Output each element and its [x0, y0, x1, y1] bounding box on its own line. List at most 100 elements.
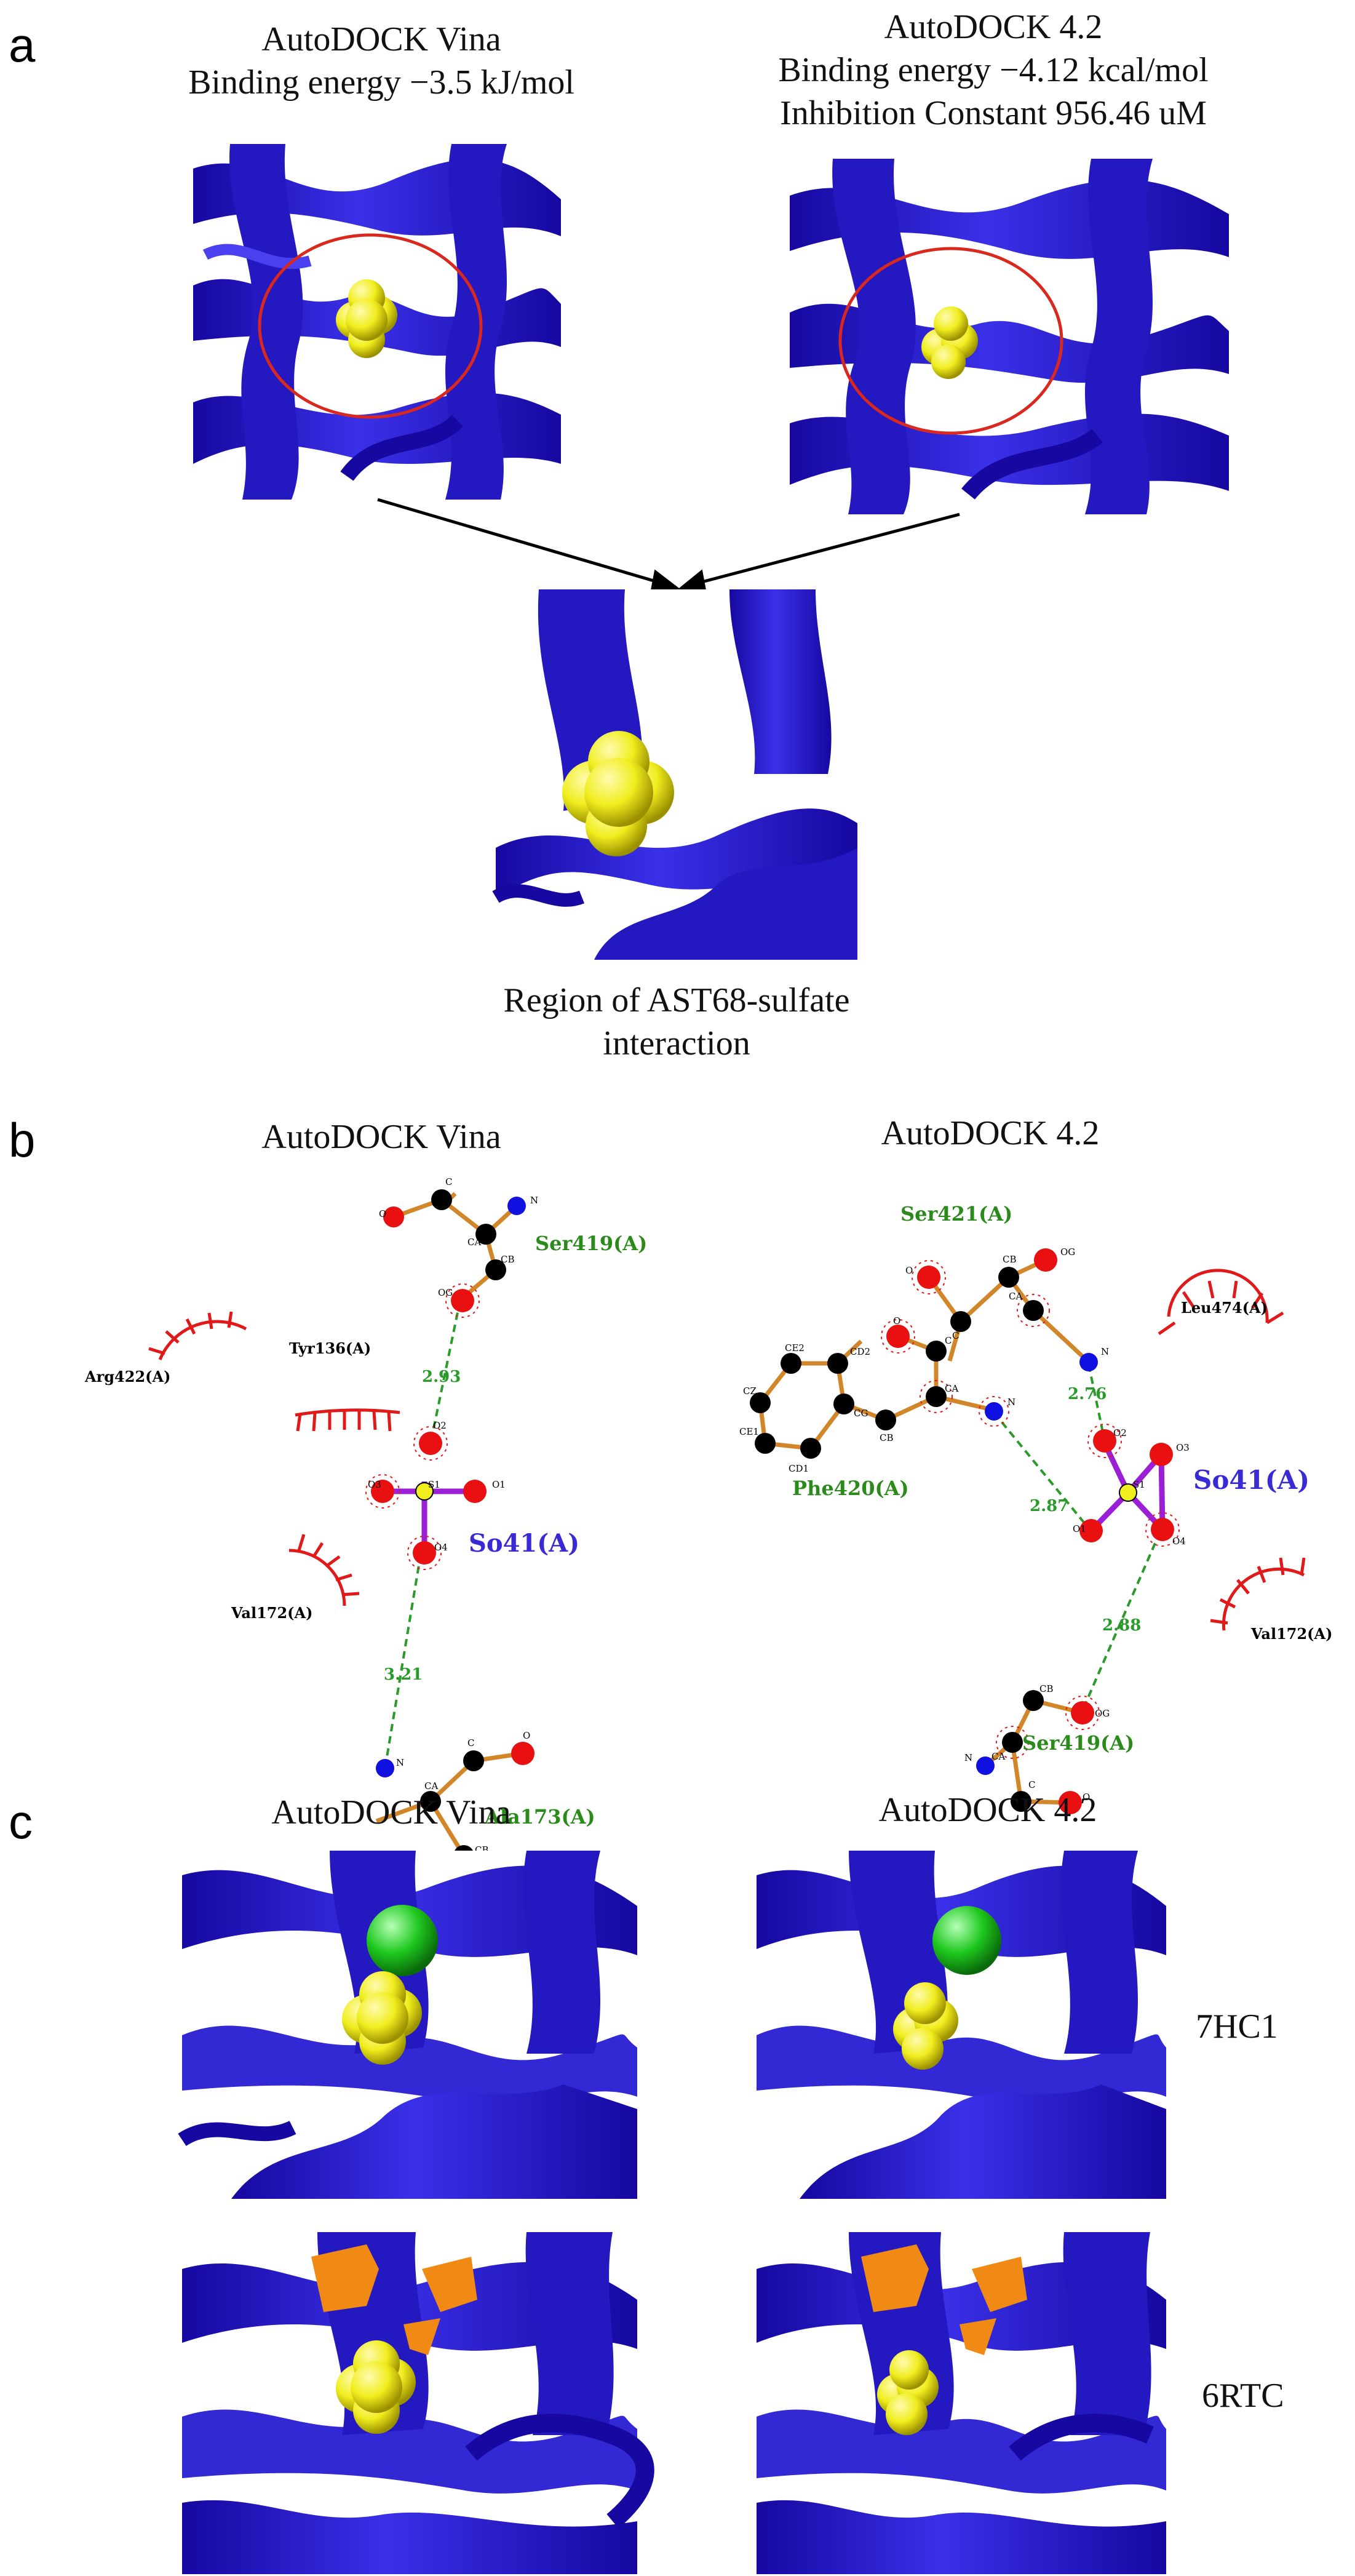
orange-secondary-structure	[861, 2244, 1027, 2355]
hbond-distance: 3.21	[384, 1665, 423, 1684]
panel-c-vina-title: AutoDOCK Vina	[271, 1793, 511, 1832]
svg-text:S1: S1	[1133, 1479, 1145, 1490]
hydrophobic-label: Arg422(A)	[84, 1368, 170, 1386]
svg-text:O4: O4	[1172, 1536, 1186, 1547]
panel-c-letter: c	[9, 1795, 33, 1849]
svg-text:N: N	[1101, 1346, 1109, 1357]
svg-text:O3: O3	[368, 1479, 381, 1490]
hbond-distance: 2.88	[1102, 1616, 1141, 1635]
ligand-label: So41(A)	[469, 1529, 579, 1558]
panel-b-vina-title: AutoDOCK Vina	[261, 1118, 501, 1156]
panel-c-6rtc-ad42	[757, 2232, 1166, 2574]
svg-text:N: N	[1007, 1397, 1015, 1408]
sulfate-spheres	[336, 2340, 416, 2434]
panel-a-ad42-title: AutoDOCK 4.2	[884, 8, 1103, 46]
svg-text:O: O	[523, 1730, 530, 1741]
residue-label: Ser419(A)	[535, 1232, 647, 1255]
hbond-distance: 2.87	[1030, 1497, 1068, 1515]
svg-text:CB: CB	[880, 1432, 894, 1443]
atoms	[750, 1248, 1174, 1814]
svg-text:O4: O4	[434, 1542, 448, 1553]
svg-text:CD1: CD1	[789, 1463, 809, 1474]
hydrophobic-ticks-atoms	[881, 1260, 1180, 1759]
svg-text:CA: CA	[945, 1383, 958, 1394]
svg-text:CB: CB	[501, 1254, 515, 1265]
pocket-circle	[838, 247, 1063, 435]
panel-a-vina-energy: Binding energy −3.5 kJ/mol	[188, 63, 574, 102]
hydrophobic-ticks-atoms	[365, 1283, 480, 1570]
svg-text:C: C	[445, 1176, 452, 1187]
svg-text:O2: O2	[1113, 1427, 1127, 1438]
atom-labels: CB OG O C CA N CE2 CD2 CZ CG CE1 CD1 CB …	[739, 1246, 1190, 1803]
panel-a-vina-structure	[193, 144, 561, 500]
protein-ribbons	[790, 159, 1229, 514]
svg-text:CA: CA	[424, 1780, 438, 1792]
panel-a-ad42-ki: Inhibition Constant 956.46 uM	[780, 94, 1207, 132]
svg-text:N: N	[396, 1757, 404, 1768]
svg-text:O3: O3	[1176, 1442, 1190, 1453]
svg-text:CE2: CE2	[785, 1342, 805, 1354]
svg-text:O: O	[905, 1265, 913, 1276]
chloride-ion	[932, 1906, 1001, 1975]
ligplot-vina: O C N CA CB OG O2 O3 S1 O1 O4 N CA C O C…	[84, 1176, 647, 1866]
residue-label: Ala173(A)	[484, 1805, 595, 1828]
svg-text:CD2: CD2	[850, 1346, 870, 1357]
svg-text:O: O	[893, 1315, 900, 1326]
svg-text:N: N	[964, 1752, 972, 1763]
hydrophobic-label: Tyr136(A)	[289, 1339, 371, 1357]
hydrophobic-label: Val172(A)	[231, 1604, 313, 1622]
ligand-label: So41(A)	[1193, 1465, 1309, 1495]
hydrophobic-arcs	[1158, 1269, 1306, 1631]
pocket-circle	[258, 233, 483, 419]
svg-text:O1: O1	[492, 1479, 506, 1490]
hbond-lines	[993, 1364, 1161, 1711]
residue-bonds	[758, 1258, 1091, 1805]
panel-a-zoom-structure	[492, 589, 857, 960]
residue-label: Phe420(A)	[792, 1477, 909, 1500]
hydrophobic-arcs	[148, 1311, 400, 1606]
panel-c-7hc1-vina	[178, 1851, 637, 2199]
hbond-distance: 2.93	[422, 1368, 461, 1386]
svg-text:O2: O2	[433, 1420, 447, 1431]
svg-text:C: C	[1028, 1779, 1035, 1790]
sulfate-spheres	[562, 731, 674, 856]
atom-labels: O C N CA CB OG O2 O3 S1 O1 O4 N CA C O C…	[368, 1176, 538, 1856]
svg-text:OG: OG	[1095, 1708, 1110, 1719]
panel-a-caption-line2: interaction	[603, 1024, 750, 1063]
svg-text:O: O	[379, 1208, 386, 1219]
orange-secondary-structure	[311, 2244, 477, 2355]
svg-text:C: C	[952, 1330, 959, 1341]
panel-a-ad42-energy: Binding energy −4.12 kcal/mol	[778, 51, 1208, 89]
sulfate-spheres	[921, 306, 978, 379]
panel-c-6rtc-vina	[182, 2232, 654, 2574]
ligplot-ad42: CB OG O C CA N CE2 CD2 CZ CG CE1 CD1 CB …	[739, 1202, 1333, 1814]
row-label-6rtc: 6RTC	[1202, 2377, 1284, 2415]
sulfate-spheres	[893, 1982, 958, 2070]
sulfate-spheres	[336, 279, 397, 358]
panel-b-ad42-title: AutoDOCK 4.2	[881, 1114, 1100, 1152]
svg-text:CB: CB	[1039, 1683, 1054, 1694]
panel-c-ad42-title: AutoDOCK 4.2	[879, 1791, 1097, 1829]
svg-text:N: N	[530, 1195, 538, 1206]
hydrophobic-label: Leu474(A)	[1181, 1299, 1268, 1317]
svg-text:CE1: CE1	[739, 1426, 759, 1437]
panel-a-caption-line1: Region of AST68-sulfate	[503, 981, 849, 1019]
panel-a-ad42-structure	[790, 159, 1229, 514]
residue-label: Ser421(A)	[900, 1202, 1012, 1226]
svg-text:O: O	[1083, 1792, 1090, 1803]
chloride-ion	[367, 1905, 438, 1976]
svg-text:CA: CA	[1009, 1291, 1022, 1302]
sulfate-spheres	[342, 1971, 422, 2065]
row-label-7hc1: 7HC1	[1196, 2008, 1278, 2046]
svg-text:CG: CG	[854, 1408, 868, 1419]
hydrophobic-label: Val172(A)	[1250, 1625, 1333, 1643]
panel-a-vina-title: AutoDOCK Vina	[261, 20, 501, 58]
svg-text:S1: S1	[428, 1479, 440, 1490]
residue-label: Ser419(A)	[1022, 1731, 1134, 1755]
panel-b-letter: b	[9, 1113, 35, 1167]
svg-text:OG: OG	[438, 1287, 453, 1298]
svg-text:CB: CB	[1003, 1254, 1017, 1265]
sulfate-spheres	[877, 2350, 939, 2435]
panel-a-letter: a	[9, 18, 36, 72]
